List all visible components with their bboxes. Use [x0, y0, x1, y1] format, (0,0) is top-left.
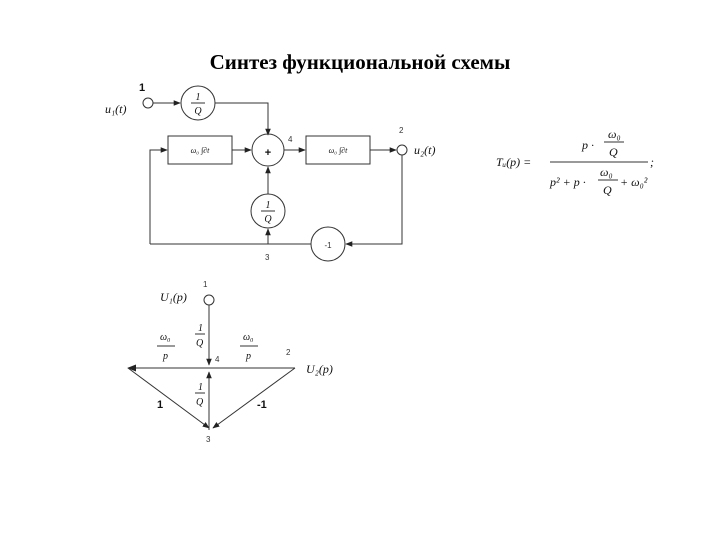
sfg-left-omega: ω₀: [160, 332, 171, 343]
integrator-left-label: ω₀ ∫∂t: [191, 146, 211, 155]
gain-top-den: Q: [194, 106, 202, 117]
block-diagram: 1 u₁(t) 1 Q ω₀ ∫∂t + 4 ω₀ ∫∂t 2 u₂(t) -1: [105, 82, 436, 262]
node-1-label: 1: [139, 82, 145, 94]
sfg-node-2-label: 2: [286, 348, 291, 357]
sfg-node-3-label: 3: [206, 435, 211, 444]
tf-num-q: Q: [609, 145, 618, 159]
tf-den-p2: p² + p ·: [549, 175, 586, 189]
sfg-edge-right-label: -1: [257, 399, 267, 411]
feedback-gain-label: -1: [324, 241, 332, 250]
sfg-right-p: p: [245, 351, 251, 362]
signal-flow-graph: 1 U₁(p) 1 Q 4 ω₀ p ω₀ p 2 U₂(p) 1 Q 1 -1…: [127, 280, 333, 444]
sfg-top-gain-num: 1: [198, 323, 203, 334]
sfg-node-4-label: 4: [215, 355, 220, 364]
sfg-bottom-gain-den: Q: [196, 397, 204, 408]
input-signal-label: u₁(t): [105, 102, 127, 116]
tf-den-q: Q: [603, 183, 612, 197]
sfg-input-label: U₁(p): [160, 290, 187, 304]
tf-num-p: p ·: [581, 138, 594, 152]
node-3-label: 3: [265, 253, 270, 262]
sfg-input-node: [203, 294, 215, 306]
sfg-node-1-label: 1: [203, 280, 208, 289]
tf-den-omega: ω₀: [600, 165, 613, 179]
tf-lhs: Tᵤ(p) =: [496, 155, 531, 169]
input-node: [142, 97, 154, 109]
output-signal-label: u₂(t): [414, 143, 436, 157]
node-2-label: 2: [399, 126, 404, 135]
gain-top-num: 1: [196, 92, 201, 103]
output-node: [396, 144, 408, 156]
transfer-function: Tᵤ(p) = p · ω₀ Q p² + p · ω₀ Q + ω₀² ;: [496, 127, 654, 197]
node-4-label: 4: [288, 135, 293, 144]
sfg-top-gain-den: Q: [196, 338, 204, 349]
page-title: Синтез функциональной схемы: [209, 50, 511, 74]
integrator-right-label: ω₀ ∫∂t: [329, 146, 349, 155]
sfg-bottom-gain-num: 1: [198, 382, 203, 393]
gain-bottom-num: 1: [266, 200, 271, 211]
tf-den-tail: + ω₀²: [620, 175, 648, 189]
sfg-output-label: U₂(p): [306, 362, 333, 376]
sfg-edge-left-label: 1: [157, 399, 163, 411]
gain-bottom-den: Q: [264, 214, 272, 225]
summing-sign: +: [265, 147, 271, 159]
tf-end: ;: [650, 155, 654, 169]
sfg-right-omega: ω₀: [243, 332, 254, 343]
sfg-left-p: p: [162, 351, 168, 362]
tf-num-omega: ω₀: [608, 127, 621, 141]
